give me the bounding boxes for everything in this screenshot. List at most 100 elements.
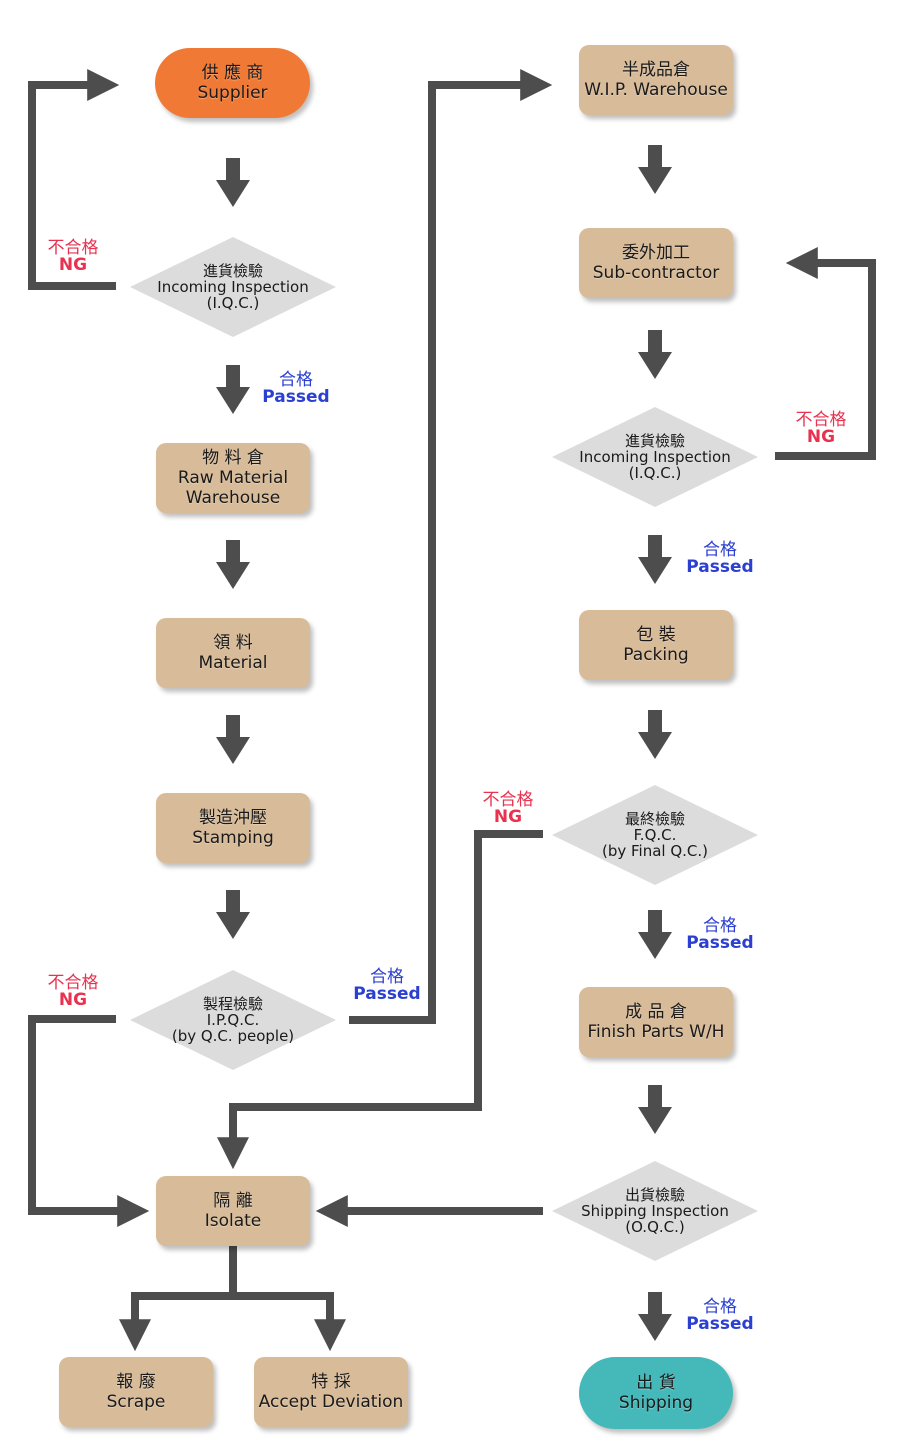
isolate-en: Isolate xyxy=(204,1211,262,1231)
iqc1-en1: Incoming Inspection xyxy=(157,278,309,296)
ipqc-zh: 製程檢驗 xyxy=(202,995,263,1013)
fqc-zh: 最終檢驗 xyxy=(624,810,685,828)
wip-warehouse-node: 半成品倉 W.I.P. Warehouse xyxy=(579,45,733,115)
passed-label-oqc: 合格 Passed xyxy=(682,1299,758,1333)
scrape-en: Scrape xyxy=(106,1392,166,1412)
ipqc-decision: 製程檢驗 I.P.Q.C. (by Q.C. people) xyxy=(128,968,338,1072)
oqc-diamond-shape xyxy=(552,1161,758,1261)
packing-en: Packing xyxy=(623,645,689,665)
passed-label-iqc2-zh: 合格 xyxy=(703,540,737,560)
oqc-zh: 出貨檢驗 xyxy=(624,1186,685,1204)
ng-label-iqc1: 不合格 NG xyxy=(36,240,110,274)
wip-en: W.I.P. Warehouse xyxy=(584,80,728,100)
ipqc-en2: (by Q.C. people) xyxy=(171,1027,295,1045)
isolate-node: 隔 離 Isolate xyxy=(156,1176,310,1246)
isolate-zh: 隔 離 xyxy=(213,1191,253,1211)
iqc1-diamond-shape xyxy=(130,237,336,337)
ng-label-ipqc: 不合格 NG xyxy=(36,975,110,1009)
scrape-node: 報 廢 Scrape xyxy=(59,1357,213,1427)
iqc1-decision: 進貨檢驗 Incoming Inspection (I.Q.C.) xyxy=(128,235,338,339)
ipqc-diamond-shape xyxy=(130,970,336,1070)
passed-label-iqc2: 合格 Passed xyxy=(682,542,758,576)
ipqc-en1: I.P.Q.C. xyxy=(206,1011,260,1029)
ng-label-iqc2-en: NG xyxy=(806,427,836,447)
iqc2-en1: Incoming Inspection xyxy=(579,448,731,466)
ng-label-iqc1-zh: 不合格 xyxy=(47,238,99,258)
arrow-finish-to-oqc xyxy=(638,1085,672,1134)
passed-label-oqc-en: Passed xyxy=(686,1314,754,1334)
supplier-en: Supplier xyxy=(197,83,268,103)
iqc2-decision: 進貨檢驗 Incoming Inspection (I.Q.C.) xyxy=(550,405,760,509)
packing-node: 包 裝 Packing xyxy=(579,610,733,680)
finish-zh: 成 品 倉 xyxy=(625,1002,687,1022)
arrow-fqc-to-finish xyxy=(638,910,672,959)
supplier-zh: 供 應 商 xyxy=(201,63,264,83)
stamping-en: Stamping xyxy=(192,828,274,848)
ng-label-iqc1-en: NG xyxy=(58,255,88,275)
raw-en1: Raw Material xyxy=(177,468,289,488)
isolate-to-deviation xyxy=(233,1292,346,1352)
arrow-wip-to-sub xyxy=(638,145,672,194)
iqc1-en2: (I.Q.C.) xyxy=(206,294,260,312)
arrow-iqc-to-raw xyxy=(216,365,250,414)
material-en: Material xyxy=(198,653,268,673)
isolate-to-scrape xyxy=(119,1292,233,1352)
oqc-decision: 出貨檢驗 Shipping Inspection (O.Q.C.) xyxy=(550,1159,760,1263)
ng-label-fqc-zh: 不合格 xyxy=(482,790,534,810)
material-zh: 領 料 xyxy=(213,633,253,653)
ng-ipqc-to-isolate xyxy=(28,1015,150,1227)
arrow-sub-to-iqc2 xyxy=(638,330,672,379)
stamping-node: 製造沖壓 Stamping xyxy=(156,793,310,863)
ng-label-ipqc-en: NG xyxy=(58,990,88,1010)
ng-label-iqc2-zh: 不合格 xyxy=(795,410,847,430)
raw-material-node: 物 料 倉 Raw Material Warehouse xyxy=(156,443,310,513)
arrow-iqc2-to-packing xyxy=(638,535,672,584)
passed-label-fqc-zh: 合格 xyxy=(703,916,737,936)
ng-label-fqc-en: NG xyxy=(493,807,523,827)
shipping-zh: 出 貨 xyxy=(636,1373,676,1393)
ng-label-ipqc-zh: 不合格 xyxy=(47,973,99,993)
deviation-en: Accept Deviation xyxy=(258,1392,404,1412)
sub-zh: 委外加工 xyxy=(622,243,690,263)
passed-label-iqc1: 合格 Passed xyxy=(258,372,334,406)
arrow-packing-to-fqc xyxy=(638,710,672,759)
passed-label-iqc1-zh: 合格 xyxy=(279,370,313,390)
fqc-diamond-shape xyxy=(552,785,758,885)
passed-label-ipqc-en: Passed xyxy=(353,984,421,1004)
raw-zh: 物 料 倉 xyxy=(202,448,264,468)
ng-label-iqc2: 不合格 NG xyxy=(784,412,858,446)
passed-label-fqc: 合格 Passed xyxy=(682,918,758,952)
iqc2-zh: 進貨檢驗 xyxy=(624,432,685,450)
arrow-raw-to-material xyxy=(216,540,250,589)
sub-en: Sub-contractor xyxy=(592,263,720,283)
iqc1-zh: 進貨檢驗 xyxy=(202,262,263,280)
iqc2-diamond-shape xyxy=(552,407,758,507)
supplier-node: 供 應 商 Supplier xyxy=(155,48,310,118)
ng-loop-iqc1-to-supplier xyxy=(28,69,120,290)
material-node: 領 料 Material xyxy=(156,618,310,688)
raw-en2: Warehouse xyxy=(185,488,281,508)
arrow-supplier-to-iqc xyxy=(216,158,250,207)
fqc-en2: (by Final Q.C.) xyxy=(601,842,709,860)
fqc-decision: 最終檢驗 F.Q.C. (by Final Q.C.) xyxy=(550,783,760,887)
packing-zh: 包 裝 xyxy=(636,625,676,645)
finish-en: Finish Parts W/H xyxy=(587,1022,725,1042)
passed-label-iqc2-en: Passed xyxy=(686,557,754,577)
arrow-stamping-to-ipqc xyxy=(216,890,250,939)
shipping-en: Shipping xyxy=(618,1393,694,1413)
ng-fqc-to-isolate xyxy=(217,830,543,1170)
pass-ipqc-to-wip xyxy=(349,69,553,1024)
oqc-en1: Shipping Inspection xyxy=(581,1202,729,1220)
ng-label-fqc: 不合格 NG xyxy=(471,792,545,826)
passed-label-ipqc-zh: 合格 xyxy=(370,967,404,987)
passed-label-fqc-en: Passed xyxy=(686,933,754,953)
flow-arrows-left xyxy=(216,158,250,939)
iqc2-en2: (I.Q.C.) xyxy=(628,464,682,482)
passed-label-ipqc: 合格 Passed xyxy=(349,969,425,1003)
oqc-en2: (O.Q.C.) xyxy=(625,1218,685,1236)
ng-loop-iqc2-to-sub xyxy=(775,247,876,460)
shipping-node: 出 貨 Shipping xyxy=(579,1357,733,1429)
flow-arrows-right xyxy=(638,145,672,1341)
